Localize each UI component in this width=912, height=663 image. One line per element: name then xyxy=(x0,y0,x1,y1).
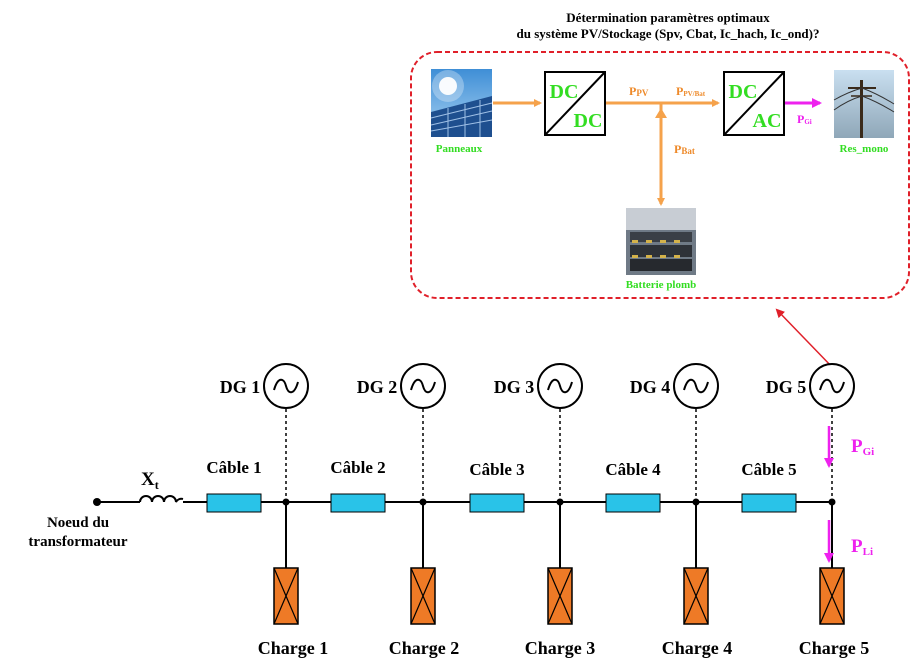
p-pvbat-label: PPV/Bat xyxy=(676,84,706,98)
generator-2-label: DG 2 xyxy=(357,377,398,397)
source-label-line-2: transformateur xyxy=(28,534,127,550)
load-3-icon xyxy=(547,567,573,625)
generator-3-label: DG 3 xyxy=(494,377,535,397)
generator-1-label: DG 1 xyxy=(220,377,261,397)
grid-label: Res_mono xyxy=(840,143,889,155)
load-3-label: Charge 3 xyxy=(525,638,596,658)
cable-2 xyxy=(330,493,386,513)
generator-5-icon xyxy=(809,363,855,409)
generator-4-icon xyxy=(673,363,719,409)
p-li-network-label: PLi xyxy=(851,536,873,558)
source-label-line-1: Noeud du xyxy=(47,515,109,531)
generator-2-icon xyxy=(400,363,446,409)
load-5-icon xyxy=(819,567,845,625)
load-1-icon xyxy=(273,567,299,625)
title-line-2: du système PV/Stockage (Spv, Cbat, Ic_ha… xyxy=(517,26,820,41)
battery-icon xyxy=(626,208,696,275)
load-4-icon xyxy=(683,567,709,625)
dcdc-converter xyxy=(544,71,606,136)
panels-label: Panneaux xyxy=(436,143,483,155)
dcac-bottom-label: AC xyxy=(753,110,782,132)
dcac-inverter xyxy=(723,71,785,136)
cable-3-label: Câble 3 xyxy=(469,460,524,479)
dg5-to-pv-system-link xyxy=(775,308,835,370)
pv-system-boundary xyxy=(410,51,910,299)
dcdc-bottom-label: DC xyxy=(574,110,603,132)
cable-1 xyxy=(206,493,262,513)
cable-4-label: Câble 4 xyxy=(605,460,661,479)
cable-3 xyxy=(469,493,525,513)
xt-label: Xt xyxy=(141,469,159,492)
flow-battery-arrowhead xyxy=(655,108,667,118)
p-pv-label: PPV xyxy=(629,84,649,98)
cable-2-label: Câble 2 xyxy=(330,458,385,477)
dcac-top-label: DC xyxy=(729,81,758,103)
load-1-label: Charge 1 xyxy=(258,638,329,658)
load-5-label: Charge 5 xyxy=(799,638,870,658)
p-gi-network-label: PGi xyxy=(851,436,874,458)
feeder-line xyxy=(97,495,832,503)
generator-4-label: DG 4 xyxy=(630,377,671,397)
battery-label: Batterie plomb xyxy=(626,279,697,291)
generator-links xyxy=(285,409,833,500)
generator-5-label: DG 5 xyxy=(766,377,807,397)
title-line-1: Détermination paramètres optimaux xyxy=(566,10,770,25)
utility-pole-icon xyxy=(833,70,895,138)
load-drops xyxy=(285,502,833,568)
solar-panel-icon xyxy=(430,69,493,137)
cable-4 xyxy=(605,493,661,513)
dcdc-top-label: DC xyxy=(550,81,579,103)
generator-3-icon xyxy=(537,363,583,409)
load-2-icon xyxy=(410,567,436,625)
cable-5 xyxy=(741,493,797,513)
p-bat-label: PBat xyxy=(674,142,695,156)
cable-5-label: Câble 5 xyxy=(741,460,796,479)
generator-1-icon xyxy=(263,363,309,409)
load-2-label: Charge 2 xyxy=(389,638,460,658)
cable-1-label: Câble 1 xyxy=(206,458,261,477)
p-gi-pv-label: PGi xyxy=(797,112,812,126)
load-4-label: Charge 4 xyxy=(662,638,733,658)
